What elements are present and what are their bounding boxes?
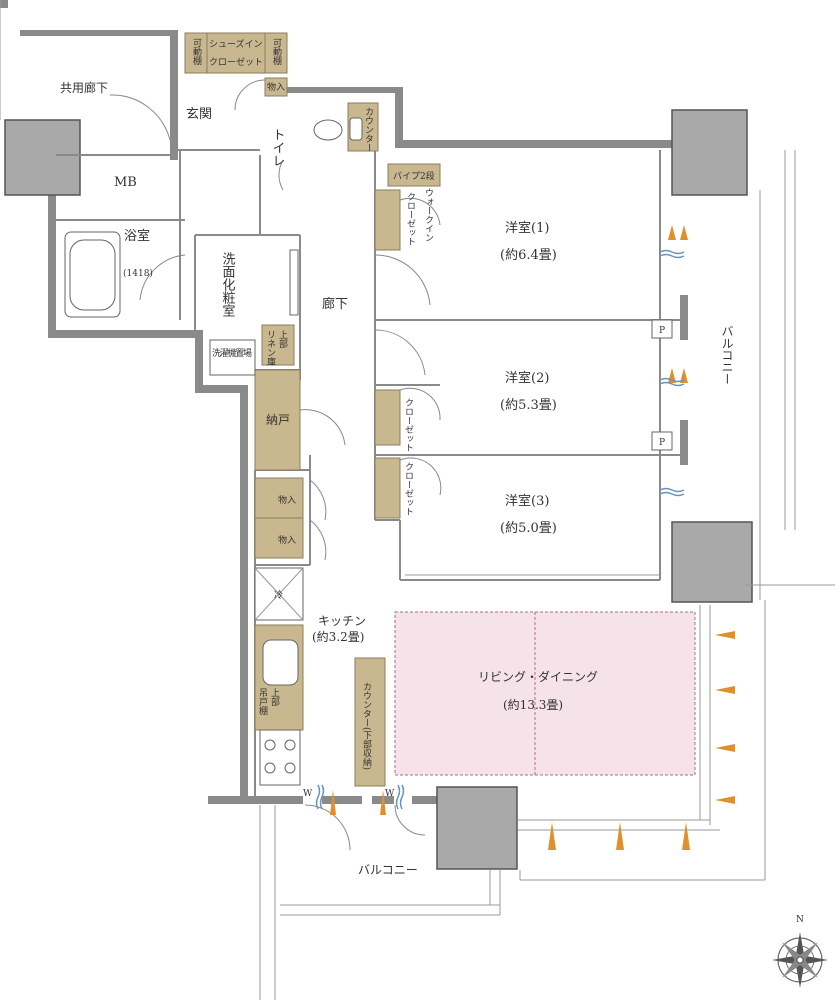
label-storage-entrance: 物入 <box>267 81 285 93</box>
label-balcony-south: バルコニー <box>358 863 418 877</box>
label-counter-kitchen: カウンター(下部収納) <box>361 682 372 770</box>
label-hanging-cabinet: 吊戸棚 <box>257 688 268 716</box>
label-hallway: 廊下 <box>322 296 348 312</box>
label-hanging-upper: 上部 <box>269 688 280 707</box>
label-kitchen: キッチン <box>318 614 366 628</box>
label-fridge: 冷 <box>274 589 283 601</box>
label-pipe: パイプ2段 <box>393 170 435 182</box>
fixtures <box>64 117 363 786</box>
label-w-1: W <box>303 789 313 799</box>
label-laundry: 洗濯機置場 <box>212 347 252 359</box>
label-bath-size: (1418) <box>123 268 153 279</box>
label-storage-2: 物入 <box>278 534 296 546</box>
label-kitchen-size: (約3.2畳) <box>312 629 364 644</box>
label-movable-shelf-left: 可動棚 <box>191 38 202 66</box>
label-linen: リネン庫 <box>265 330 276 367</box>
label-counter-toilet: カウンター <box>363 107 374 152</box>
label-western-3: 洋室(3) <box>505 493 549 509</box>
airflow-waves <box>315 249 685 810</box>
label-western-2: 洋室(2) <box>505 370 549 386</box>
pipe-space-box-1 <box>651 319 673 339</box>
label-closet-3: クローゼット <box>403 462 414 516</box>
exterior-walls <box>0 0 688 804</box>
storage-blocks <box>184 32 441 787</box>
label-closet-2: クローゼット <box>403 398 414 452</box>
label-linen-upper: 上部 <box>277 330 288 349</box>
interior-partitions <box>56 149 680 800</box>
label-shoes-closet-2: クローゼット <box>209 56 263 68</box>
label-shared-corridor: 共用廊下 <box>60 80 108 95</box>
airflow-markers <box>330 225 735 850</box>
label-walkin-2: クローゼット <box>405 192 416 246</box>
label-toilet: トイレ <box>270 128 285 167</box>
label-bath: 浴室 <box>124 228 150 244</box>
label-western-3-size: (約5.0畳) <box>500 521 557 536</box>
label-w-2: W <box>385 789 395 799</box>
label-washroom: 洗面化粧室 <box>220 252 236 317</box>
north-compass <box>772 932 828 988</box>
label-living: リビング・ダイニング <box>478 669 598 684</box>
label-shoes-closet-1: シューズイン <box>209 38 263 50</box>
label-storage-1: 物入 <box>278 494 296 506</box>
structural-columns <box>4 109 753 870</box>
label-walkin-1: ウォークイン <box>423 188 434 242</box>
pipe-space-box-2 <box>651 431 673 451</box>
doors <box>109 79 442 851</box>
label-p-1: P <box>659 326 665 336</box>
label-nando: 納戸 <box>266 413 290 427</box>
label-western-1-size: (約6.4畳) <box>500 248 557 263</box>
label-movable-shelf-right: 可動棚 <box>271 38 282 66</box>
label-mb: MB <box>114 175 137 190</box>
label-entrance: 玄関 <box>186 107 212 122</box>
label-balcony-east: バルコニー <box>720 325 734 385</box>
living-floor <box>394 611 696 776</box>
label-western-2-size: (約5.3畳) <box>500 398 557 413</box>
label-living-size: (約13.3畳) <box>503 697 563 712</box>
label-p-2: P <box>659 438 665 448</box>
label-north: N <box>796 915 804 925</box>
label-western-1: 洋室(1) <box>505 220 549 236</box>
